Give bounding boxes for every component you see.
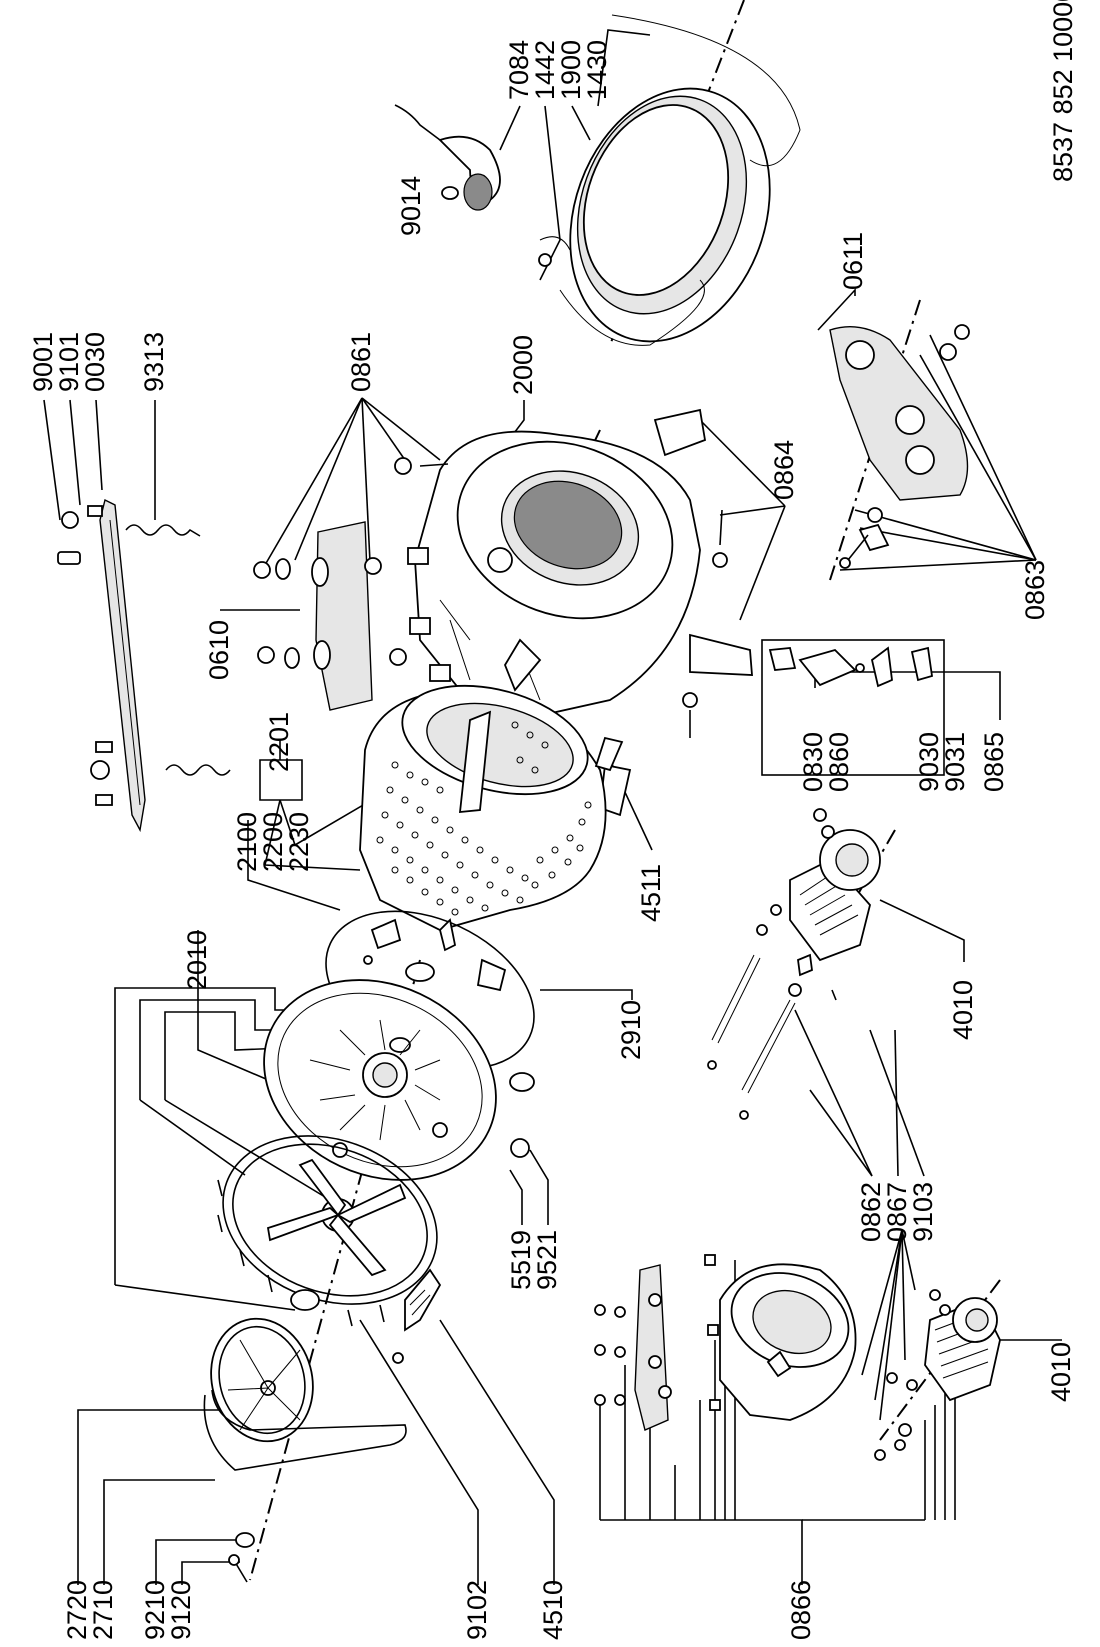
label-9313: 9313 bbox=[139, 332, 169, 392]
gasket-2910 bbox=[325, 910, 535, 1158]
bearing-housing-4510 bbox=[404, 1268, 442, 1332]
counterweight-0611 bbox=[829, 324, 970, 569]
hose-7084 bbox=[394, 104, 552, 267]
label-9001: 9001 bbox=[28, 332, 58, 392]
label-0861: 0861 bbox=[346, 332, 376, 392]
label-5519: 5519 bbox=[506, 1230, 536, 1290]
label-9120: 9120 bbox=[166, 1580, 196, 1640]
label-0865: 0865 bbox=[979, 732, 1009, 792]
part-labels: 8537 852 10000 7084 1442 1900 1430 9014 … bbox=[28, 0, 1078, 1640]
label-9030: 9030 bbox=[914, 732, 944, 792]
door-seal-1900 bbox=[539, 14, 801, 346]
label-4010-lower: 4010 bbox=[1046, 1342, 1076, 1402]
label-2000: 2000 bbox=[508, 335, 538, 395]
spring-9313 bbox=[125, 524, 231, 776]
label-9102: 9102 bbox=[462, 1580, 492, 1640]
label-1442: 1442 bbox=[530, 40, 560, 100]
label-4010-upper: 4010 bbox=[948, 980, 978, 1040]
pulley-2710 bbox=[210, 1317, 314, 1443]
label-0866: 0866 bbox=[786, 1580, 816, 1640]
label-0030: 0030 bbox=[80, 332, 110, 392]
document-id: 8537 852 10000 bbox=[1048, 0, 1078, 182]
tub-2000 bbox=[364, 408, 753, 817]
drum-spider bbox=[222, 1135, 438, 1364]
label-2201: 2201 bbox=[264, 712, 294, 772]
tub-back-2010 bbox=[263, 979, 497, 1181]
screws-9102 bbox=[217, 1179, 385, 1327]
label-4510: 4510 bbox=[538, 1580, 568, 1640]
motor-4010-lower bbox=[874, 1289, 1001, 1461]
label-1430: 1430 bbox=[582, 40, 612, 100]
label-2100: 2100 bbox=[232, 812, 262, 872]
label-4511: 4511 bbox=[636, 864, 666, 922]
label-0863: 0863 bbox=[1020, 560, 1050, 620]
label-0610: 0610 bbox=[204, 620, 234, 680]
label-9101: 9101 bbox=[54, 332, 84, 392]
top-bracket-0030 bbox=[57, 498, 146, 833]
drum-perforations bbox=[376, 721, 592, 916]
label-2200: 2200 bbox=[258, 812, 288, 872]
label-9014: 9014 bbox=[396, 176, 426, 236]
label-2710: 2710 bbox=[88, 1580, 118, 1640]
label-9210: 9210 bbox=[140, 1580, 170, 1640]
label-0864: 0864 bbox=[769, 440, 799, 500]
label-9031: 9031 bbox=[940, 732, 970, 792]
label-0611: 0611 bbox=[838, 232, 868, 290]
leader-lines bbox=[43, 29, 1062, 1585]
drum-2100 bbox=[359, 684, 624, 931]
tub-assembly-0866 bbox=[594, 1254, 857, 1431]
label-9103: 9103 bbox=[908, 1182, 938, 1242]
motor-4010-upper bbox=[707, 808, 881, 1120]
label-9521: 9521 bbox=[532, 1230, 562, 1290]
belt-2720 bbox=[203, 1389, 407, 1471]
label-2720: 2720 bbox=[62, 1580, 92, 1640]
label-0862: 0862 bbox=[856, 1182, 886, 1242]
label-0867: 0867 bbox=[882, 1182, 912, 1242]
label-2010: 2010 bbox=[182, 930, 212, 990]
kit-0865 bbox=[761, 639, 945, 776]
label-7084: 7084 bbox=[504, 40, 534, 100]
label-2910: 2910 bbox=[616, 1000, 646, 1060]
counterweight-0610 bbox=[253, 521, 373, 711]
label-1900: 1900 bbox=[556, 40, 586, 100]
label-0860: 0860 bbox=[824, 732, 854, 792]
nut-9210-bolt-9120 bbox=[228, 1532, 255, 1583]
label-0830: 0830 bbox=[798, 732, 828, 792]
